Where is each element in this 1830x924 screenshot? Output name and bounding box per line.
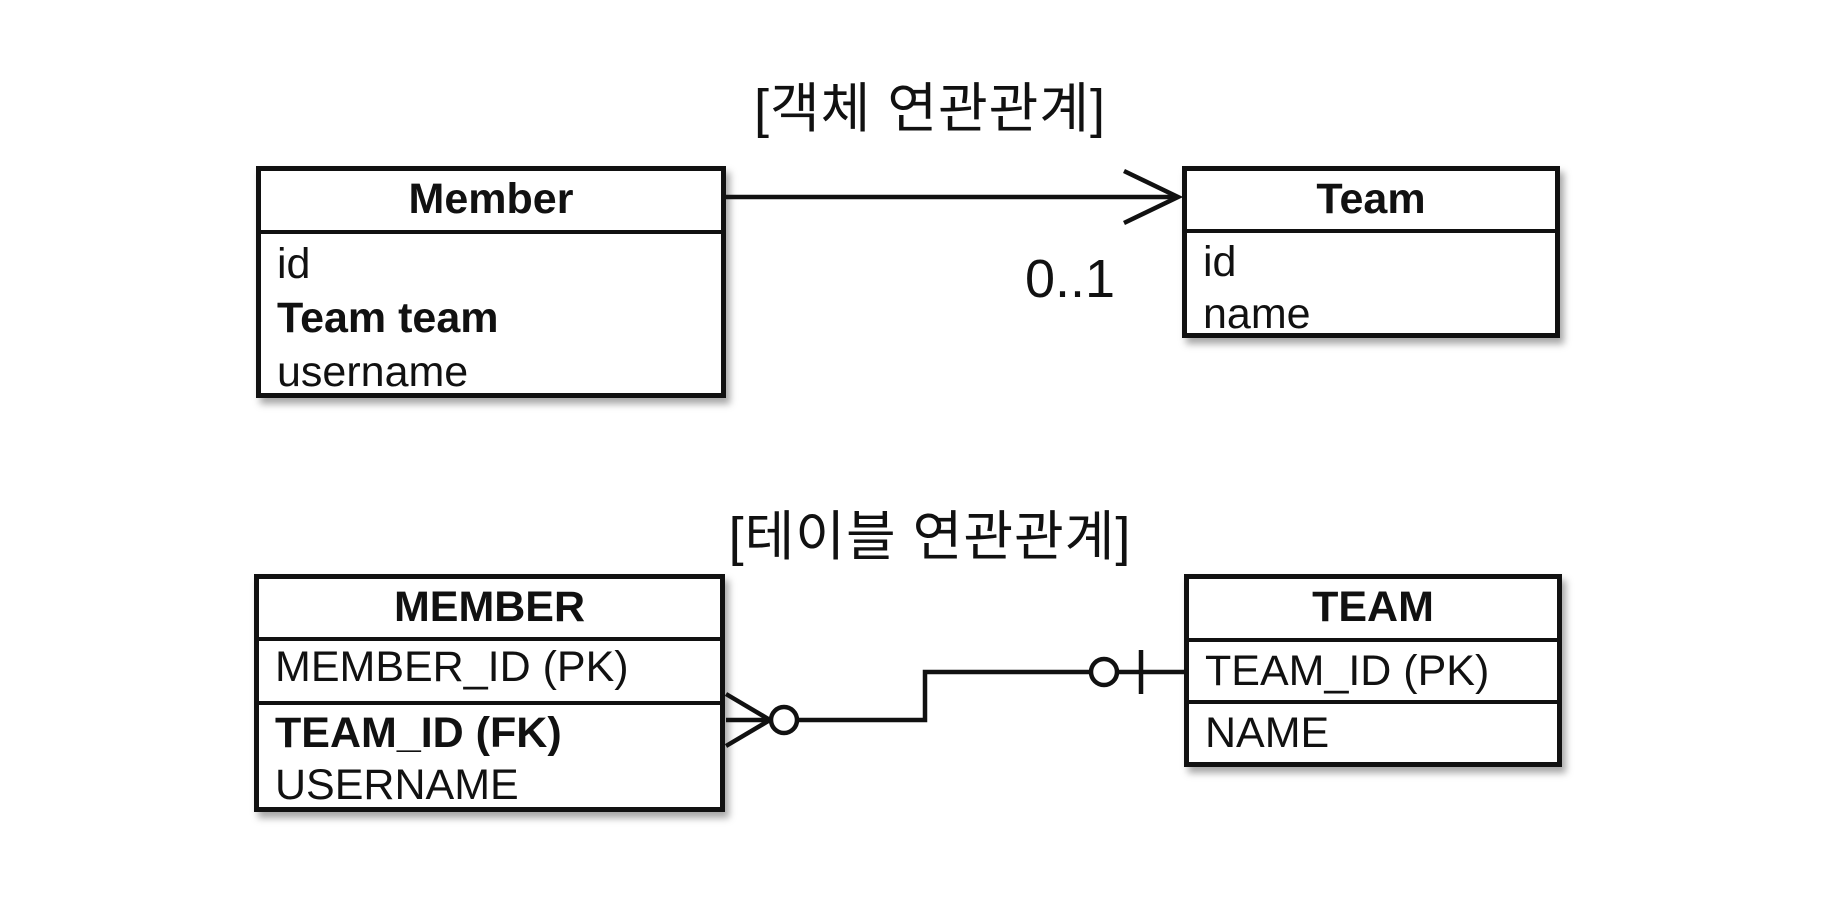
team-class-name: Team <box>1187 171 1555 233</box>
team-class-attributes: id name <box>1187 233 1555 339</box>
crows-foot-many-icon <box>724 692 772 748</box>
team-table-pk-column: TEAM_ID (PK) <box>1189 642 1557 704</box>
team-table-box: TEAM TEAM_ID (PK) NAME <box>1184 574 1562 767</box>
association-arrow <box>726 168 1184 226</box>
member-class-name: Member <box>261 171 721 234</box>
team-class-attr-name: name <box>1203 290 1311 338</box>
optional-zero-circle-team-side <box>1088 656 1120 688</box>
member-table-box: MEMBER MEMBER_ID (PK) TEAM_ID (FK) USERN… <box>254 574 725 812</box>
object-diagram-title: [객체 연관관계] <box>753 79 1107 139</box>
optional-zero-circle-member-side <box>768 704 800 736</box>
fk-relationship-wire <box>724 650 1184 748</box>
relationship-polyline <box>797 669 1091 723</box>
member-class-attr-id: id <box>277 240 311 288</box>
member-class-attributes: id Team team username <box>261 234 721 398</box>
member-class-attr-team: Team team <box>277 294 499 342</box>
member-table-col-username: USERNAME <box>275 761 519 809</box>
member-table-pk-column: MEMBER_ID (PK) <box>259 641 720 705</box>
member-table-col-team-id-fk: TEAM_ID (FK) <box>275 709 562 757</box>
team-table-name: TEAM <box>1189 579 1557 642</box>
team-table-col-name: NAME <box>1205 709 1330 757</box>
team-class-box: Team id name <box>1182 166 1560 338</box>
member-class-attr-username: username <box>277 348 469 396</box>
arrowhead-icon <box>1123 168 1184 226</box>
member-table-name: MEMBER <box>259 579 720 641</box>
table-diagram-title: [테이블 연관관계] <box>728 507 1132 567</box>
team-class-attr-id: id <box>1203 238 1237 286</box>
association-multiplicity-label: 0..1 <box>1024 249 1116 309</box>
member-table-columns: TEAM_ID (FK) USERNAME <box>259 705 720 811</box>
member-class-box: Member id Team team username <box>256 166 726 398</box>
